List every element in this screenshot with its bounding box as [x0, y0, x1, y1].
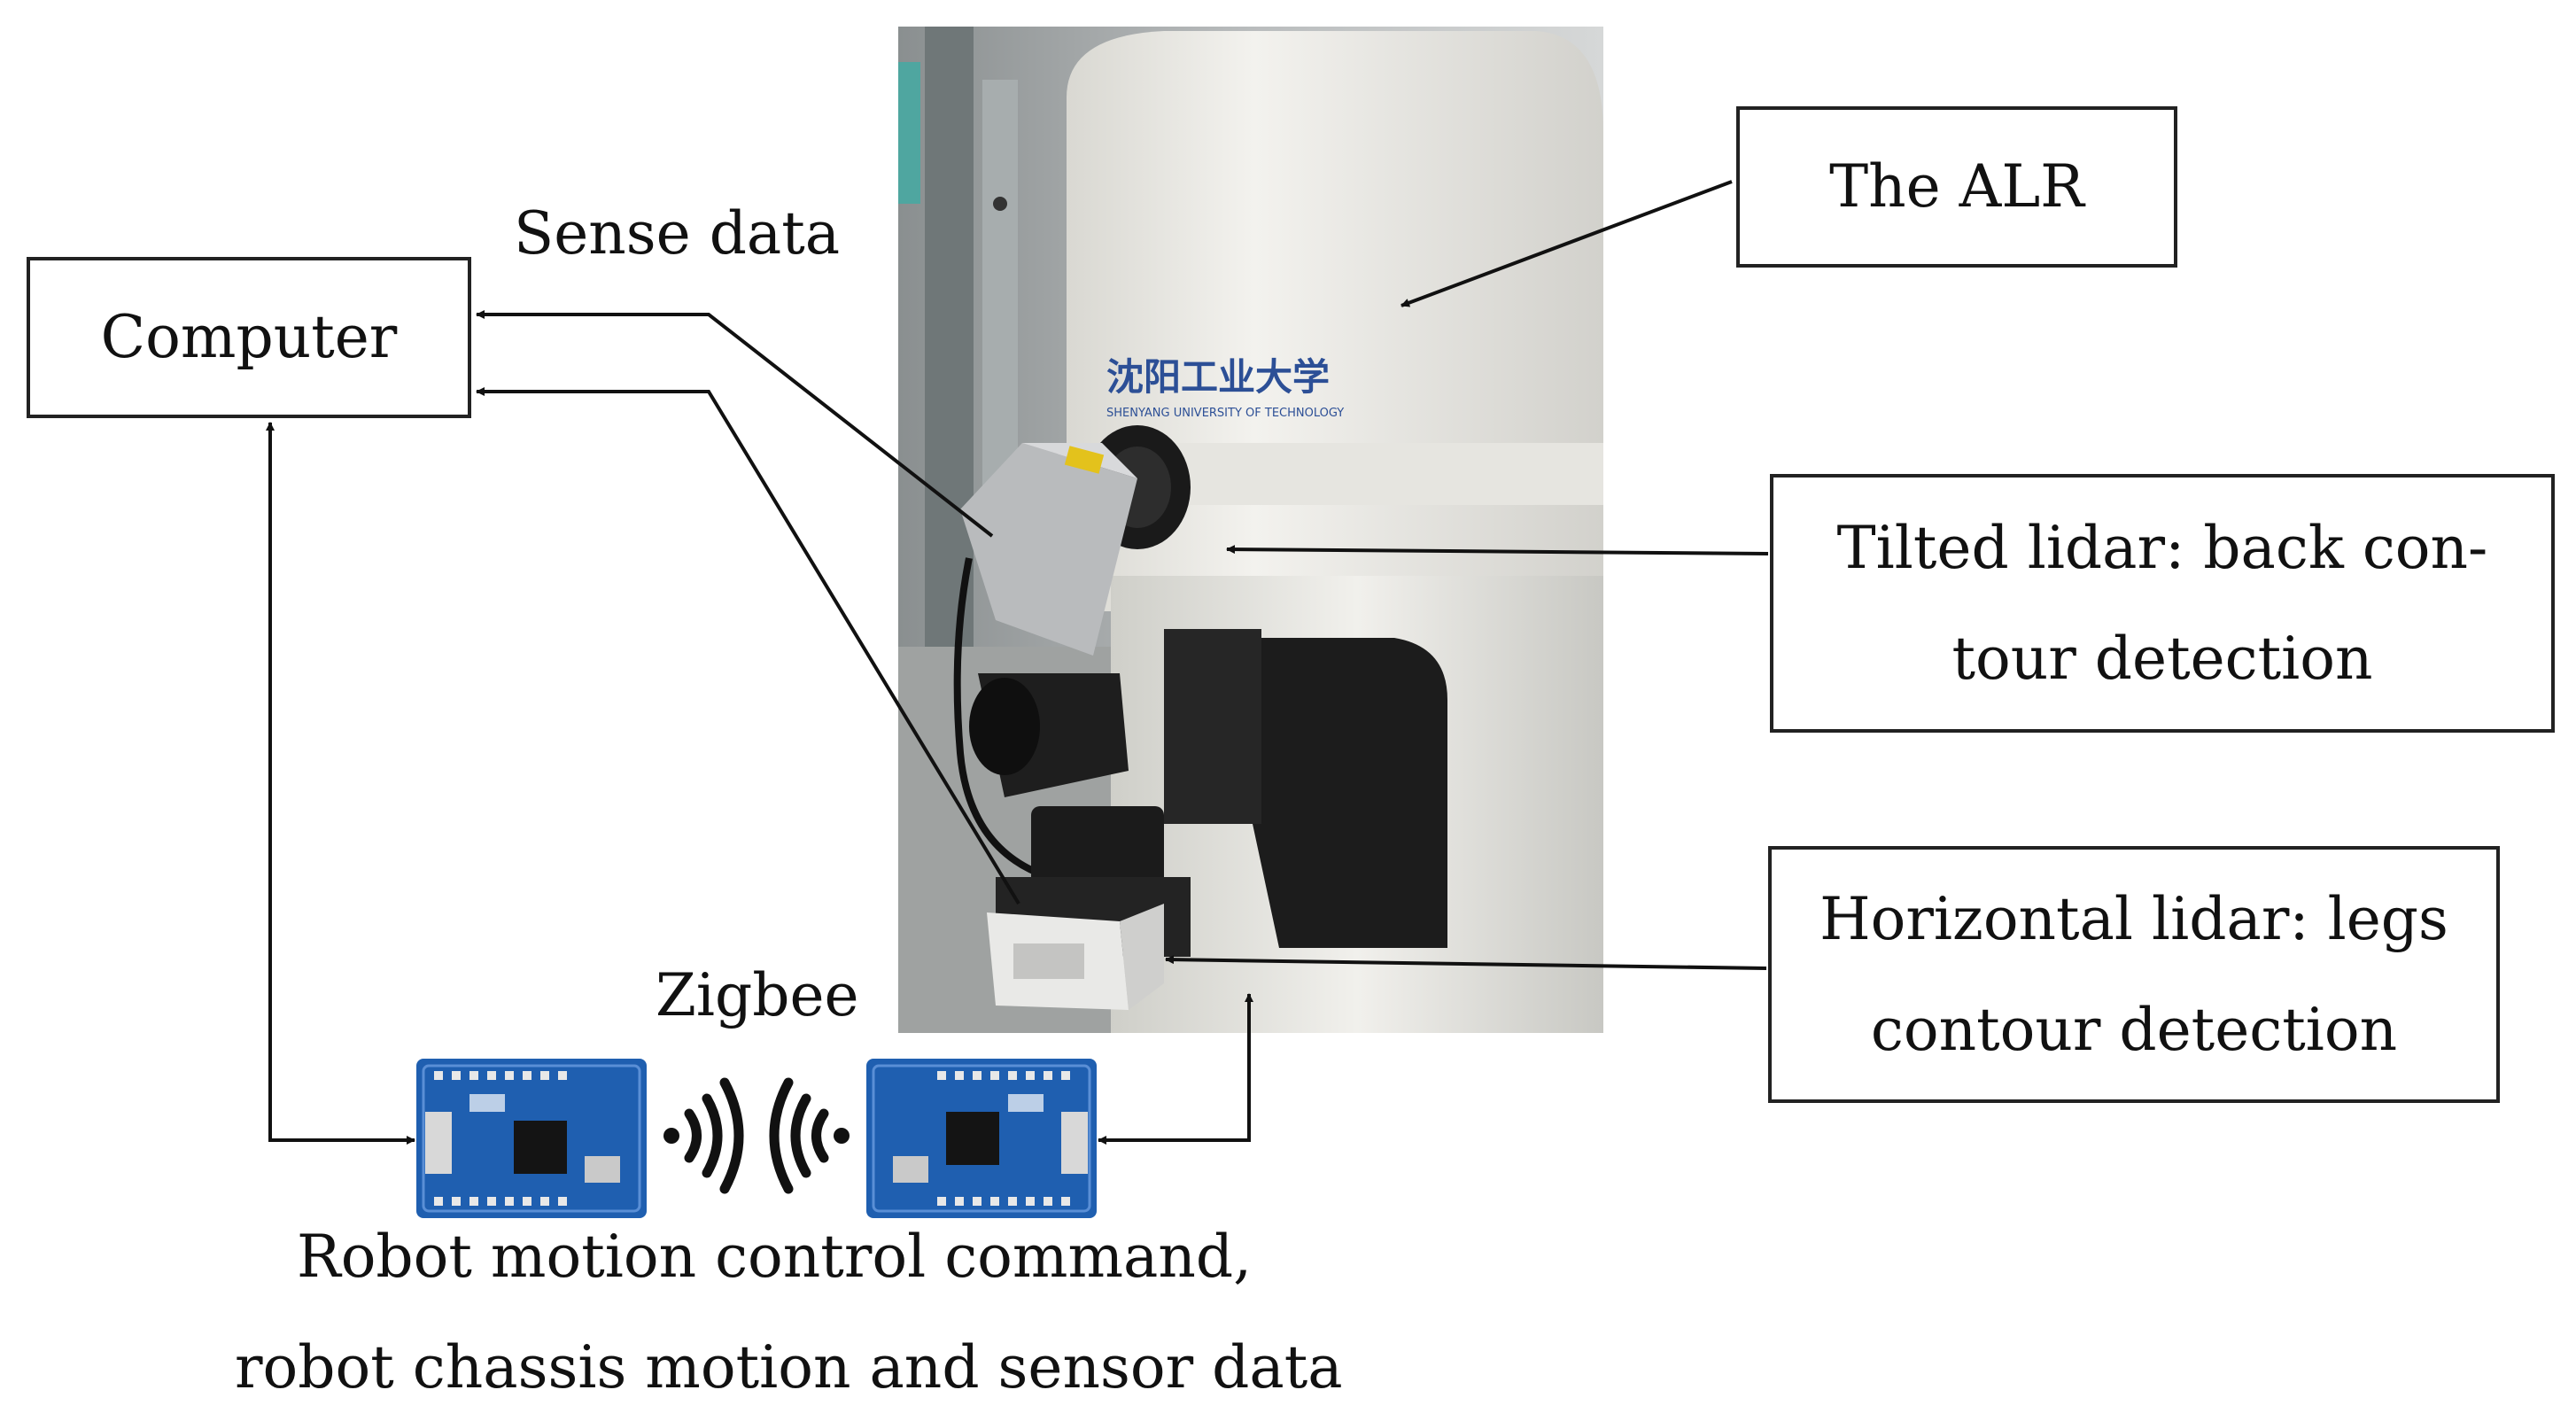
wireless-signal-left-icon — [663, 1077, 744, 1194]
sense-data-arrow-tilted — [476, 310, 994, 538]
computer-label: Computer — [100, 303, 398, 372]
horizontal-lidar-pointer-arrow — [1165, 955, 1767, 970]
horizontal-lidar-box: Horizontal lidar: legs contour detection — [1768, 846, 2500, 1103]
zigbee-label: Zigbee — [656, 961, 859, 1029]
university-subtitle: SHENYANG UNIVERSITY OF TECHNOLOGY — [1106, 407, 1344, 420]
robot-photo-illustration: 沈阳工业大学 SHENYANG UNIVERSITY OF TECHNOLOGY — [898, 27, 1603, 1033]
alr-label: The ALR — [1829, 152, 2084, 221]
computer-zigbee-arrow — [266, 422, 415, 1145]
alr-box: The ALR — [1736, 106, 2177, 268]
computer-box: Computer — [27, 257, 471, 418]
tilted-lidar-pointer-arrow — [1226, 545, 1769, 555]
tilted-lidar-label-line1: Tilted lidar: back con- — [1836, 513, 2488, 582]
caption-line2: robot chassis motion and sensor data — [235, 1333, 1343, 1402]
sense-data-label: Sense data — [514, 199, 841, 268]
horizontal-lidar-label-line2: contour detection — [1870, 996, 2398, 1064]
caption-line1: Robot motion control command, — [297, 1223, 1253, 1291]
sense-data-arrow-horizontal — [476, 387, 1020, 905]
robot-photo: 沈阳工业大学 SHENYANG UNIVERSITY OF TECHNOLOGY — [898, 27, 1603, 1033]
university-name: 沈阳工业大学 — [1106, 355, 1330, 399]
zigbee-robot-arrow — [1098, 993, 1253, 1145]
tilted-lidar-box: Tilted lidar: back con- tour detection — [1770, 474, 2555, 733]
tilted-lidar-label-line2: tour detection — [1951, 625, 2373, 693]
wireless-signal-right-icon — [769, 1077, 850, 1194]
zigbee-board-right-icon — [866, 1059, 1097, 1218]
zigbee-board-left-icon — [416, 1059, 647, 1218]
alr-pointer-arrow — [1401, 180, 1733, 307]
horizontal-lidar-label-line1: Horizontal lidar: legs — [1819, 884, 2448, 953]
